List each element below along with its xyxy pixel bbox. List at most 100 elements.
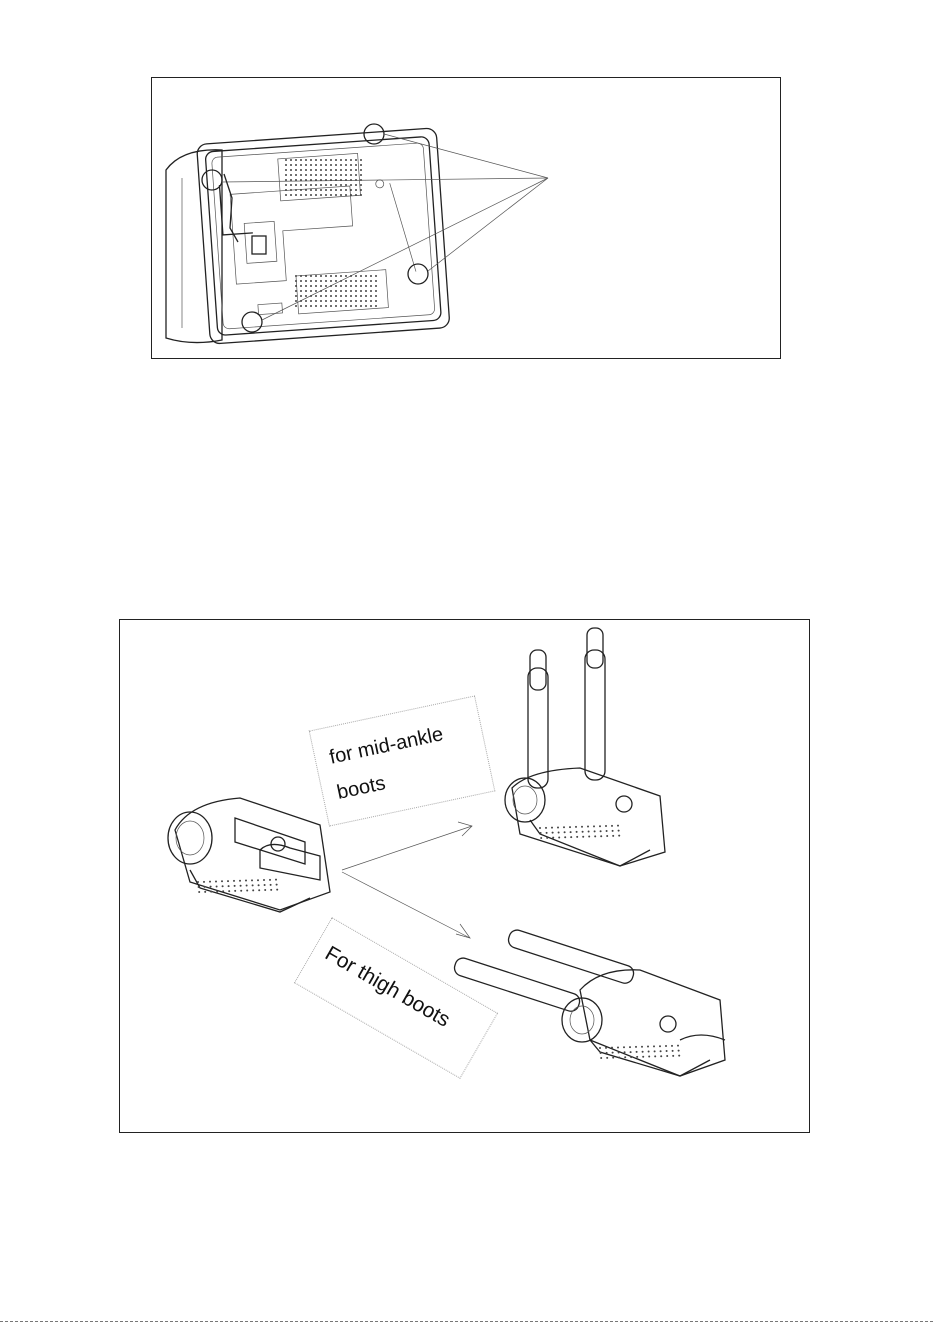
vent-dot bbox=[300, 275, 302, 277]
vent-dot bbox=[295, 179, 297, 181]
vent-dot bbox=[365, 295, 367, 297]
vent-dot bbox=[340, 159, 342, 161]
vent-dot bbox=[350, 285, 352, 287]
vent-dot bbox=[290, 184, 292, 186]
vent-dot bbox=[330, 184, 332, 186]
vent-dot bbox=[654, 1050, 656, 1052]
vent-dot bbox=[246, 885, 248, 887]
vent-dot bbox=[545, 827, 547, 829]
vent-dot bbox=[375, 300, 377, 302]
vent-dot bbox=[345, 290, 347, 292]
vent-dot bbox=[641, 1046, 643, 1048]
vent-dot bbox=[330, 189, 332, 191]
vent-dot bbox=[325, 290, 327, 292]
vent-dot bbox=[350, 179, 352, 181]
vent-dot bbox=[310, 189, 312, 191]
vent-dot bbox=[672, 1050, 674, 1052]
vent-dot bbox=[630, 1056, 632, 1058]
vent-dot bbox=[300, 184, 302, 186]
vent-dot bbox=[345, 300, 347, 302]
vent-dot bbox=[320, 159, 322, 161]
vent-dot bbox=[228, 890, 230, 892]
extended-dryer bbox=[452, 928, 725, 1076]
vent-dot bbox=[290, 174, 292, 176]
vent-dot bbox=[365, 275, 367, 277]
vent-dot bbox=[370, 290, 372, 292]
vent-dot bbox=[345, 169, 347, 171]
vent-dot bbox=[305, 174, 307, 176]
vent-dot bbox=[285, 189, 287, 191]
vent-dot bbox=[355, 275, 357, 277]
vent-dot bbox=[335, 290, 337, 292]
vent-dot bbox=[564, 831, 566, 833]
vent-dot bbox=[305, 285, 307, 287]
vent-dot bbox=[360, 280, 362, 282]
vent-dot bbox=[290, 169, 292, 171]
vent-dot bbox=[375, 295, 377, 297]
vent-dot bbox=[612, 1057, 614, 1059]
vent-grid-bottom bbox=[296, 270, 388, 314]
vent-dot bbox=[325, 275, 327, 277]
vent-dot bbox=[204, 891, 206, 893]
vent-dot bbox=[355, 164, 357, 166]
vent-dot bbox=[340, 184, 342, 186]
vent-dot bbox=[320, 275, 322, 277]
vent-dot bbox=[350, 275, 352, 277]
vent-dot bbox=[582, 831, 584, 833]
vent-dot bbox=[335, 189, 337, 191]
vent-dot bbox=[618, 835, 620, 837]
vent-dot bbox=[305, 179, 307, 181]
vent-dot bbox=[275, 879, 277, 881]
vent-dot bbox=[360, 179, 362, 181]
vent-dot bbox=[345, 280, 347, 282]
vent-dot bbox=[233, 880, 235, 882]
vent-dot bbox=[239, 880, 241, 882]
vent-dot bbox=[295, 300, 297, 302]
vent-dot bbox=[345, 174, 347, 176]
vent-dot bbox=[315, 169, 317, 171]
vent-dot bbox=[605, 1047, 607, 1049]
callout-lines bbox=[222, 134, 548, 320]
vent-dot bbox=[563, 826, 565, 828]
vent-dot bbox=[315, 179, 317, 181]
vent-dot bbox=[660, 1055, 662, 1057]
vent-dot bbox=[315, 290, 317, 292]
vent-dot bbox=[370, 275, 372, 277]
vent-dot bbox=[558, 831, 560, 833]
vent-dot bbox=[295, 275, 297, 277]
vent-dot bbox=[340, 280, 342, 282]
vent-dot bbox=[350, 159, 352, 161]
vent-dot bbox=[325, 305, 327, 307]
vent-dot bbox=[310, 174, 312, 176]
vent-dot bbox=[375, 305, 377, 307]
vent-dot bbox=[345, 159, 347, 161]
vent-dot bbox=[340, 300, 342, 302]
vent-dot bbox=[269, 879, 271, 881]
vent-dot bbox=[624, 1056, 626, 1058]
vent-dot bbox=[310, 194, 312, 196]
vent-dot bbox=[300, 305, 302, 307]
vent-dot bbox=[355, 305, 357, 307]
vent-dot bbox=[570, 831, 572, 833]
vent-dot bbox=[540, 832, 542, 834]
vent-dot bbox=[345, 164, 347, 166]
vent-dot bbox=[345, 275, 347, 277]
vent-dot bbox=[198, 886, 200, 888]
vent-dot bbox=[300, 189, 302, 191]
vent-dot bbox=[295, 164, 297, 166]
vent-dot bbox=[310, 280, 312, 282]
vent-dot bbox=[335, 295, 337, 297]
vent-dot bbox=[599, 825, 601, 827]
vent-dot bbox=[251, 879, 253, 881]
vent-dot bbox=[345, 189, 347, 191]
vent-dot bbox=[375, 290, 377, 292]
vent-dot bbox=[252, 884, 254, 886]
vent-dot bbox=[310, 285, 312, 287]
vent-dot bbox=[552, 837, 554, 839]
vent-dot bbox=[276, 884, 278, 886]
vent-dot bbox=[370, 305, 372, 307]
vent-dot bbox=[340, 169, 342, 171]
vent-dot bbox=[612, 835, 614, 837]
vent-dot bbox=[360, 169, 362, 171]
vent-dot bbox=[355, 159, 357, 161]
